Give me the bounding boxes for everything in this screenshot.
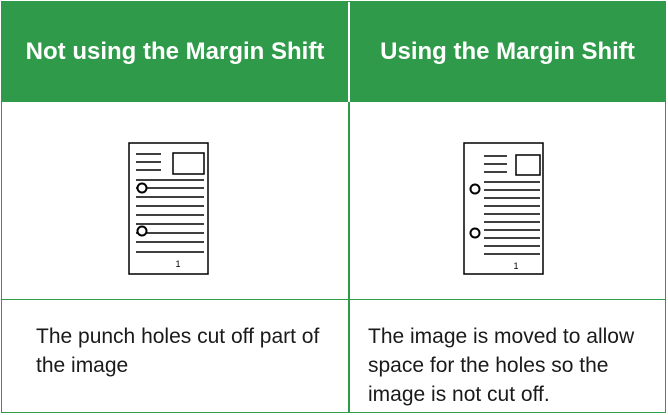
description-no-shift: The punch holes cut off part of the imag… xyxy=(36,325,320,377)
description-row: The punch holes cut off part of the imag… xyxy=(2,300,665,412)
page-illustration-with-shift: 1 xyxy=(463,142,544,275)
header-not-using-margin-shift: Not using the Margin Shift xyxy=(25,38,325,65)
column-divider xyxy=(348,300,350,412)
row-divider xyxy=(2,299,665,300)
page-number: 1 xyxy=(175,259,180,269)
header-using-margin-shift: Using the Margin Shift xyxy=(380,38,635,65)
column-divider xyxy=(348,102,350,300)
page-illustration-no-shift: 1 xyxy=(128,142,209,275)
illustration-row: 1 1 xyxy=(2,102,665,300)
description-with-shift: The image is moved to allow space for th… xyxy=(368,325,635,406)
table-header-row: Not using the Margin Shift Using the Mar… xyxy=(2,2,665,102)
page-number: 1 xyxy=(513,261,518,271)
header-divider xyxy=(348,2,350,102)
